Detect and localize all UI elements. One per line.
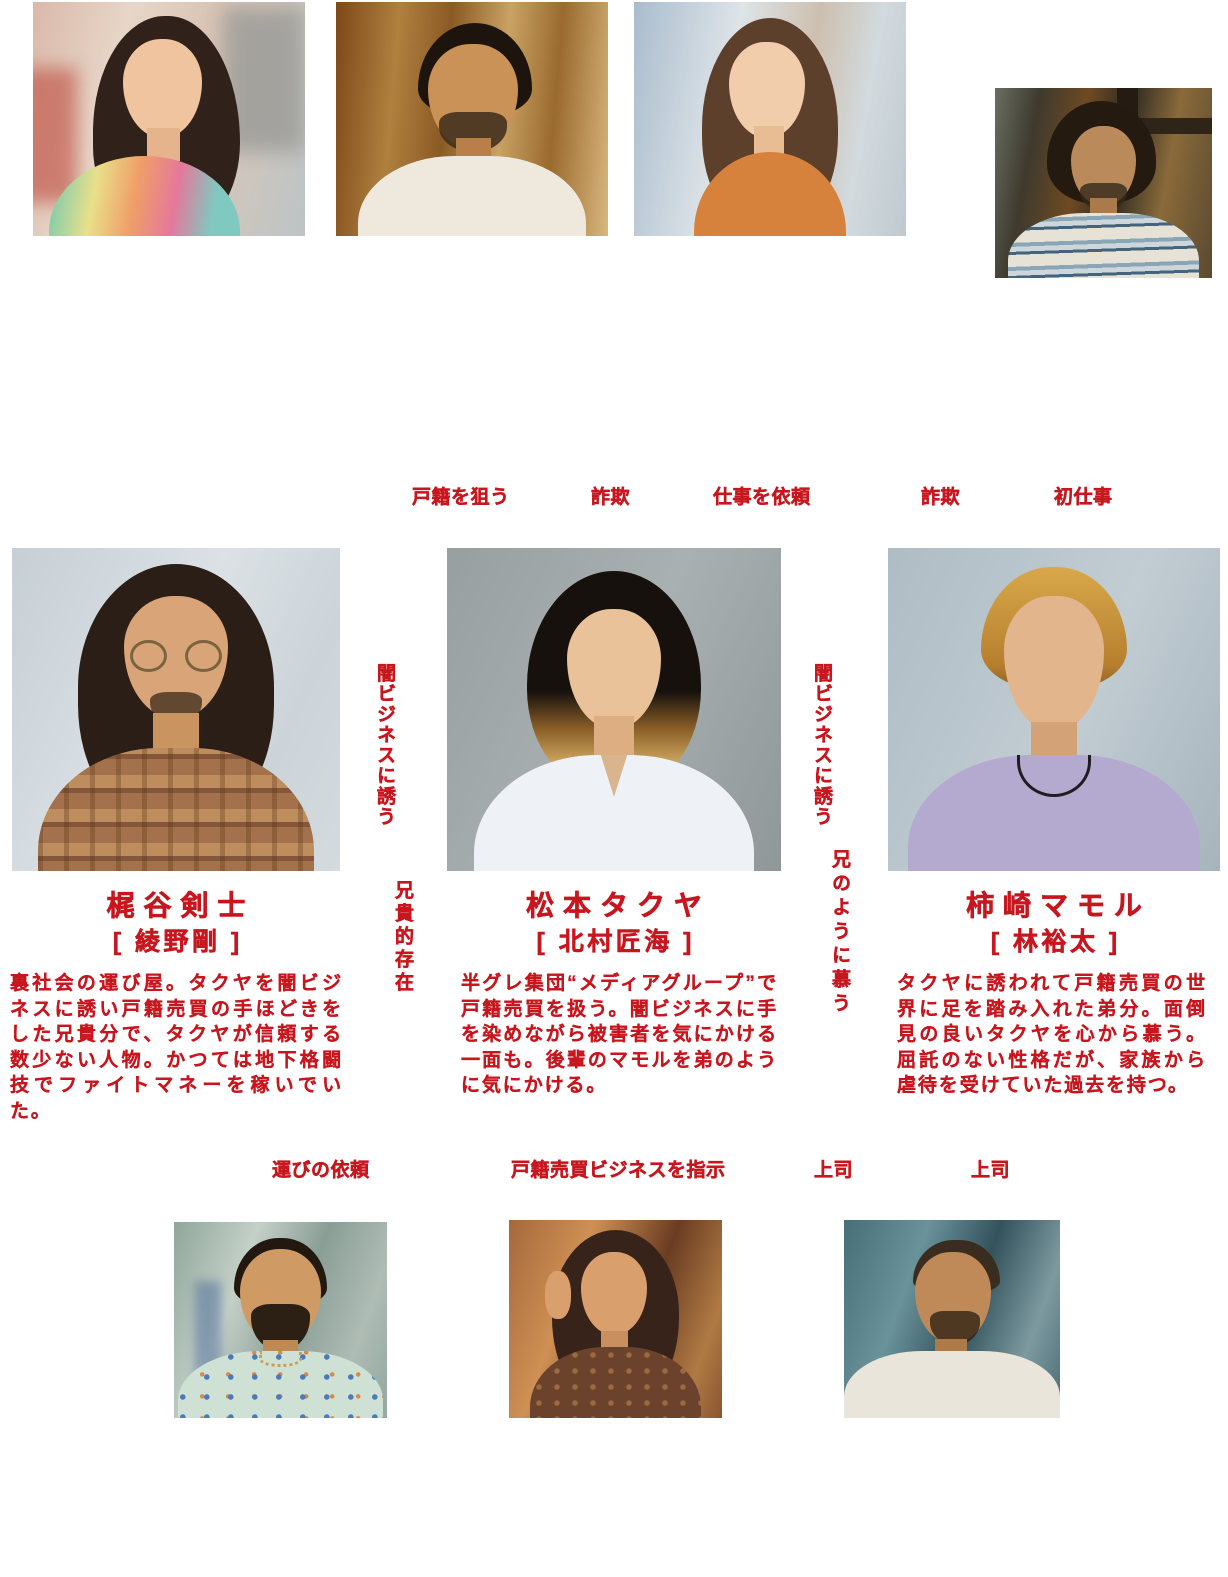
- photo-heavyset-bearded-man-floral-shirt: [174, 1222, 387, 1418]
- floral-jacket-shape: [530, 1346, 701, 1418]
- shirt-shape: [844, 1350, 1060, 1418]
- portrait-kakizaki-mamoru: [888, 548, 1220, 871]
- relation-koseki-business-order: 戸籍売買ビジネスを指示: [511, 1160, 726, 1182]
- character-description-kakizaki: タクヤに誘われて戸籍売買の世界に足を踏み入れた弟分。面倒見の良いタクヤを心から慕…: [897, 973, 1207, 1096]
- face-shape: [122, 39, 202, 138]
- character-name-kakizaki: 柿崎マモル: [966, 890, 1151, 922]
- relation-fraud-1: 詐欺: [591, 487, 631, 509]
- photo-smiling-longhaired-man-floral-jacket: [509, 1220, 722, 1418]
- shirt-shape: [1008, 213, 1199, 278]
- plaid-shirt-shape: [38, 748, 314, 871]
- character-description-kajitani: 裏社会の運び屋。タクヤを闇ビジネスに誘い戸籍売買の手ほどきをした兄貴分で、タクヤ…: [10, 973, 343, 1122]
- relation-first-job: 初仕事: [1054, 487, 1113, 509]
- character-name-matsumoto: 松本タクヤ: [526, 890, 711, 922]
- hand-shape: [545, 1271, 571, 1319]
- photo-woman-colorful-top: [33, 2, 305, 236]
- shirt-shape: [357, 156, 587, 236]
- portrait-matsumoto-takuya: [447, 548, 781, 871]
- face-shape: [729, 41, 806, 138]
- relation-adores-like-brother: 兄のように慕う: [829, 849, 851, 1018]
- actor-name-ayano-go: [ 綾野剛 ]: [112, 928, 243, 957]
- portrait-kajitani-kenji: [12, 548, 340, 871]
- face-shape: [567, 609, 661, 729]
- character-description-matsumoto: 半グレ集団“メディアグループ”で戸籍売買を扱う。闇ビジネスに手を染めながら被害者…: [461, 973, 778, 1096]
- relation-big-brother-figure: 兄貴的存在: [392, 880, 414, 996]
- actor-name-kitamura-takumi: [ 北村匠海 ]: [536, 928, 696, 957]
- relation-carry-request: 運びの依頼: [272, 1160, 370, 1182]
- necklace-shape: [259, 1351, 302, 1368]
- relation-fraud-2: 詐欺: [921, 487, 961, 509]
- relation-boss-2: 上司: [971, 1160, 1011, 1182]
- actor-name-hayashi-yuta: [ 林裕太 ]: [990, 928, 1121, 957]
- relation-job-request: 仕事を依頼: [713, 487, 811, 509]
- photo-longhaired-man-striped-polo: [995, 88, 1212, 278]
- relation-koseki-target: 戸籍を狙う: [412, 487, 510, 509]
- photo-woman-orange-knit: [634, 2, 906, 236]
- character-name-kajitani: 梶谷剣士: [106, 890, 255, 922]
- photo-buzzcut-man-white-tee: [844, 1220, 1060, 1418]
- face-shape: [581, 1251, 648, 1335]
- relation-invite-dark-business-left: 闇ビジネスに誘う: [374, 663, 396, 828]
- background-blur-shape: [33, 67, 77, 204]
- relation-invite-dark-business-right: 闇ビジネスに誘う: [811, 663, 833, 828]
- glasses-shape: [130, 640, 222, 673]
- neck-shape: [147, 128, 180, 162]
- relation-boss-1: 上司: [814, 1160, 854, 1182]
- photo-bearded-man-white-tee: [336, 2, 608, 236]
- face-shape: [1004, 596, 1104, 733]
